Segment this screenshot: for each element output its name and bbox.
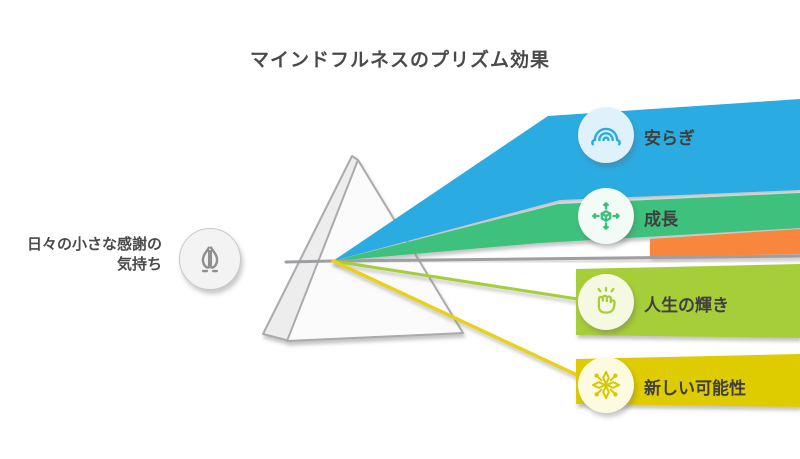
input-circle [179, 228, 241, 290]
diagram-title: マインドフルネスのプリズム効果 [249, 49, 550, 71]
input-label-line2: 気持ち [116, 255, 162, 273]
input-label: 日々の小さな感謝の 気持ち [12, 234, 162, 274]
output-label-peace: 安らぎ [644, 129, 695, 149]
blue-beam [333, 99, 800, 261]
incoming-light-ray [284, 259, 335, 264]
rainbow-icon [591, 127, 621, 146]
output-circle-growth [578, 188, 634, 244]
spectrum-beams [331, 99, 800, 407]
yellow-ray [331, 259, 596, 385]
green-beam [333, 193, 800, 261]
ornament-star-icon [591, 370, 621, 400]
praying-hands-icon [201, 246, 219, 273]
output-circle-peace [578, 107, 634, 163]
lime-band [576, 264, 800, 338]
raised-fist-icon [597, 286, 616, 314]
gray-beam [331, 254, 800, 263]
output-circle-possibility [578, 357, 634, 413]
output-circle-vitality [578, 274, 634, 330]
orange-beam [650, 229, 800, 257]
output-label-vitality: 人生の輝き [644, 296, 729, 316]
expand-cube-icon [592, 202, 620, 230]
output-label-growth: 成長 [644, 210, 678, 230]
output-label-possibility: 新しい可能性 [644, 379, 746, 399]
lime-ray [331, 259, 586, 302]
input-label-line1: 日々の小さな感謝の [26, 235, 162, 253]
